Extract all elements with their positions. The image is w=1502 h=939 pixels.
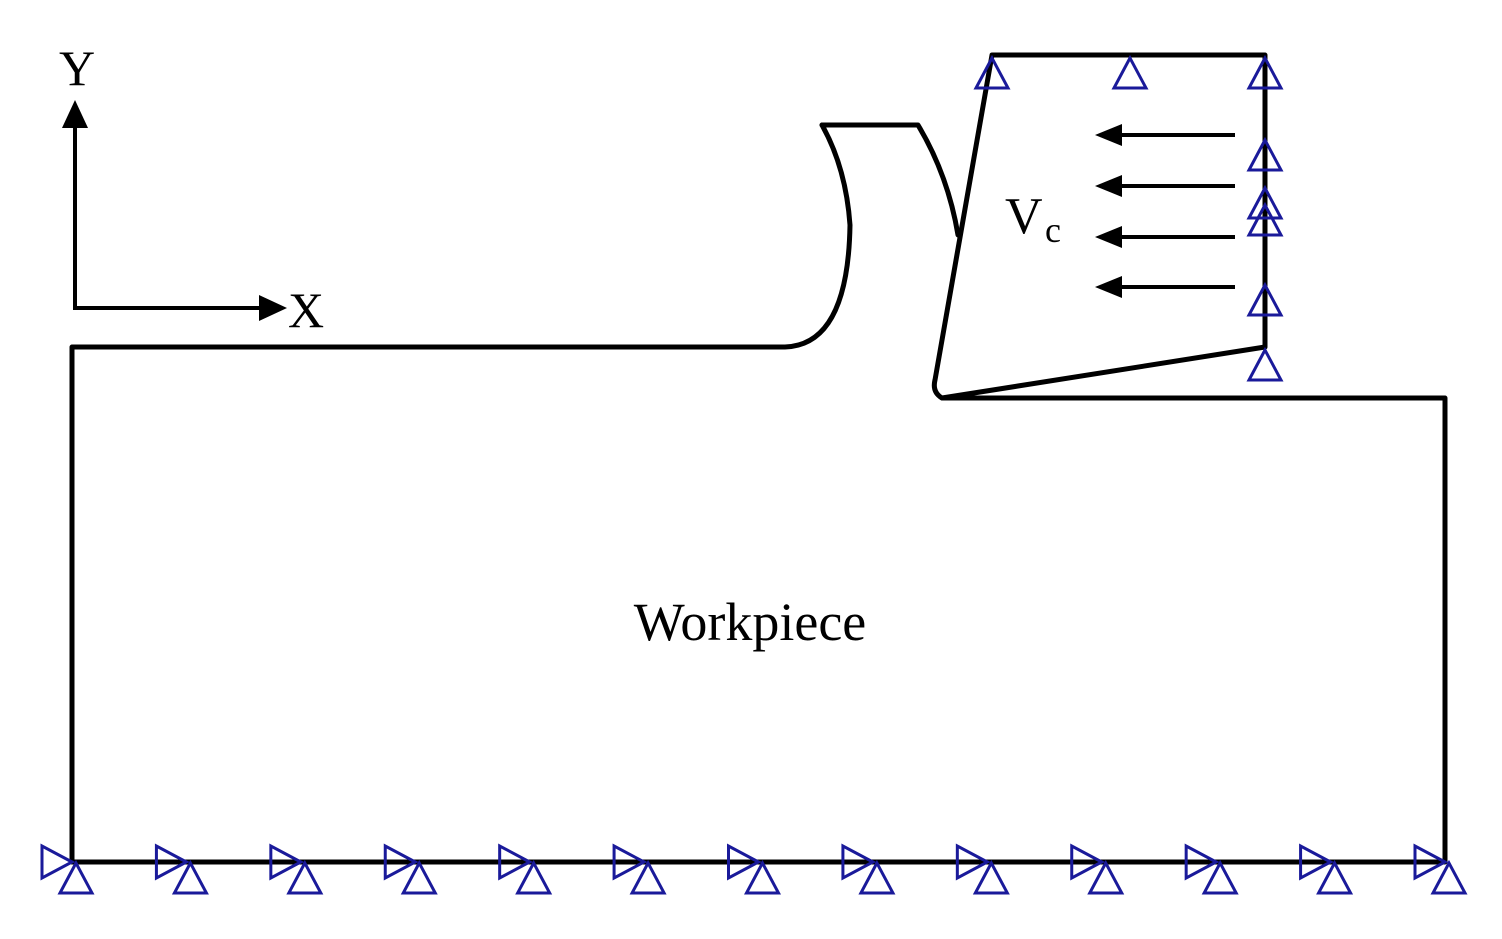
fixed-support-icon xyxy=(1299,843,1354,895)
triangle-support-icon xyxy=(612,843,648,881)
fixed-support-icon xyxy=(269,843,324,895)
triangle-support-icon xyxy=(1246,346,1284,382)
triangle-support-icon xyxy=(955,843,991,881)
triangle-support-icon xyxy=(1246,184,1284,220)
triangle-support-icon xyxy=(1111,54,1149,90)
arrow-left-icon xyxy=(1095,226,1122,248)
cutting-tool-outline xyxy=(931,52,1268,401)
triangle-support-icon xyxy=(1246,136,1284,172)
coordinate-axes: Y X xyxy=(59,40,324,338)
triangle-support-icon xyxy=(57,859,95,895)
fixed-support-icon xyxy=(727,843,781,895)
triangle-support-icon xyxy=(727,843,762,881)
velocity-label-main: V xyxy=(1005,188,1043,245)
workpiece-fixed-supports xyxy=(40,843,1468,895)
triangle-support-icon xyxy=(1299,843,1334,881)
triangle-support-icon xyxy=(171,859,209,895)
fixed-support-icon xyxy=(154,843,209,895)
triangle-support-icon xyxy=(1413,843,1449,881)
y-axis-label: Y xyxy=(59,40,95,96)
triangle-support-icon xyxy=(269,843,305,881)
fixed-support-icon xyxy=(1070,843,1125,895)
triangle-support-icon xyxy=(972,859,1010,895)
triangle-support-icon xyxy=(1246,54,1284,90)
fixed-support-icon xyxy=(498,843,553,895)
workpiece-label: Workpiece xyxy=(634,592,867,652)
tool-boundary-supports xyxy=(973,54,1284,382)
triangle-support-icon xyxy=(1246,281,1284,317)
fixed-support-icon xyxy=(1413,843,1468,895)
fixed-support-icon xyxy=(383,843,438,895)
velocity-label-subscript: c xyxy=(1045,210,1061,250)
fixed-support-icon xyxy=(1184,843,1239,895)
x-axis-arrowhead xyxy=(259,295,287,321)
arrow-left-icon xyxy=(1095,175,1122,197)
chip-outline xyxy=(819,122,961,238)
triangle-support-icon xyxy=(841,843,877,881)
triangle-support-icon xyxy=(1430,859,1468,895)
fixed-support-icon xyxy=(40,843,95,895)
triangle-support-icon xyxy=(1184,843,1220,881)
triangle-support-icon xyxy=(154,843,190,881)
triangle-support-icon xyxy=(383,843,419,881)
triangle-support-icon xyxy=(1246,201,1284,237)
triangle-support-icon xyxy=(1316,859,1354,895)
arrow-left-icon xyxy=(1095,124,1122,146)
triangle-support-icon xyxy=(744,859,781,895)
triangle-support-icon xyxy=(1070,843,1105,881)
cutting-velocity-label: V c xyxy=(1005,188,1061,250)
triangle-support-icon xyxy=(973,54,1011,90)
triangle-support-icon xyxy=(629,859,667,895)
arrow-left-icon xyxy=(1095,276,1122,298)
y-axis-arrowhead xyxy=(62,100,88,128)
fixed-support-icon xyxy=(612,843,667,895)
triangle-support-icon xyxy=(40,843,76,881)
triangle-support-icon xyxy=(515,859,553,895)
triangle-support-icon xyxy=(858,859,896,895)
fixed-support-icon xyxy=(955,843,1010,895)
triangle-support-icon xyxy=(1201,859,1239,895)
x-axis-label: X xyxy=(288,282,324,338)
triangle-support-icon xyxy=(1087,859,1125,895)
velocity-arrows xyxy=(1095,124,1235,298)
triangle-support-icon xyxy=(400,859,438,895)
triangle-support-icon xyxy=(286,859,324,895)
workpiece-outline xyxy=(69,122,853,865)
fixed-support-icon xyxy=(841,843,896,895)
triangle-support-icon xyxy=(498,843,533,881)
